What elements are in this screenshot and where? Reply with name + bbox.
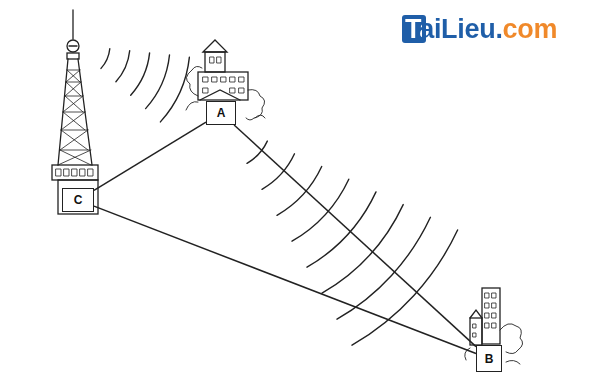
point-letter: B [485, 353, 494, 365]
letter-box: C [62, 188, 94, 212]
connector-line [94, 122, 206, 190]
letter-box: B [476, 345, 502, 372]
radio-waves [101, 49, 189, 122]
radio-waves [247, 141, 458, 345]
letter-box: A [206, 101, 236, 125]
connector-line [94, 206, 476, 353]
watermark: TaiLieu.com [402, 12, 557, 46]
watermark-text: TaiLieu.com [402, 14, 557, 45]
point-letter: C [74, 194, 83, 206]
tv-tower [52, 10, 98, 214]
connector-line [234, 125, 476, 347]
point-letter: A [217, 107, 226, 119]
